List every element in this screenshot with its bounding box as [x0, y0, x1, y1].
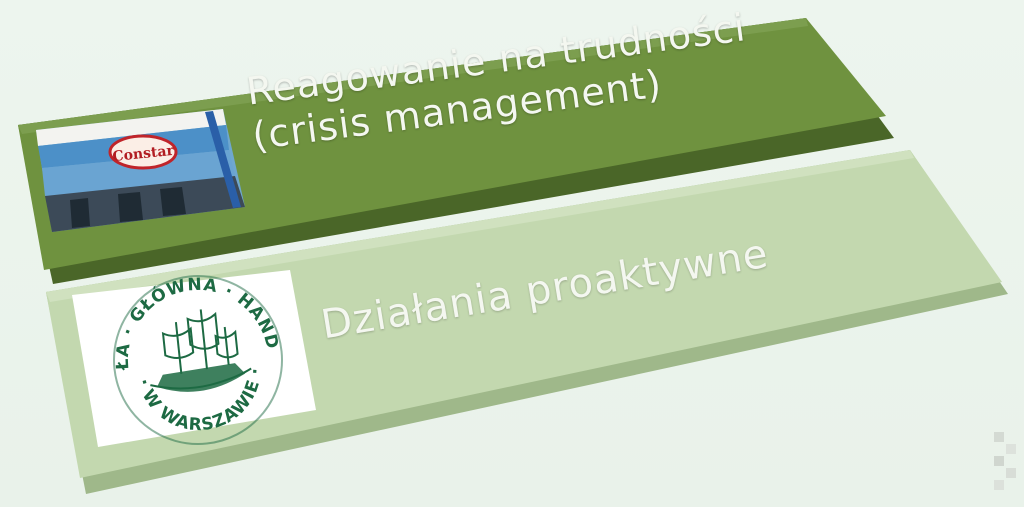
constar-logo-text: Constar	[112, 143, 175, 165]
ship-icon	[150, 309, 252, 392]
crisis-management-slab: Constar Reagowanie na trudności (crisis …	[18, 5, 894, 284]
sgh-seal: SZKOŁA · GŁÓWNA · HANDLOWA · W WARSZAWIE…	[72, 266, 316, 447]
slab-shape: Constar	[18, 18, 894, 284]
grid-squares-icon	[986, 430, 1020, 496]
constar-photo: Constar	[36, 109, 245, 232]
